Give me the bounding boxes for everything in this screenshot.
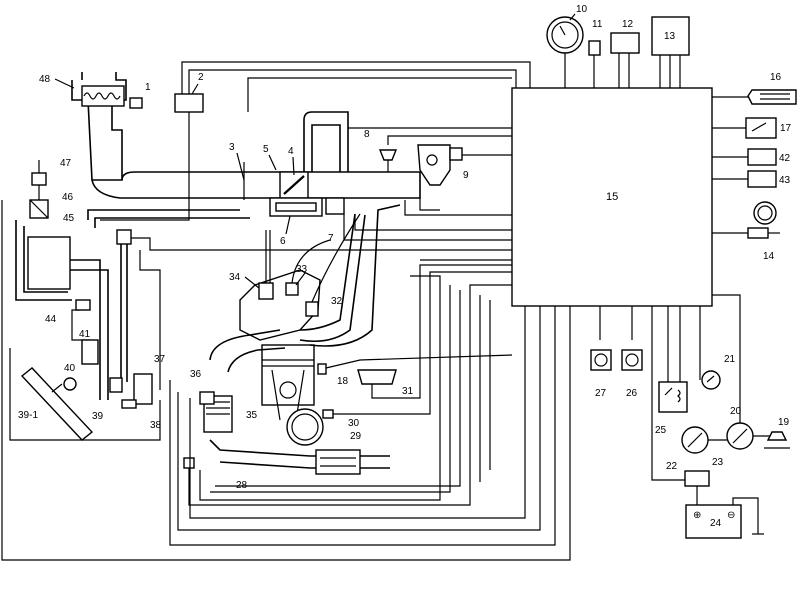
label-48: 48 (39, 74, 51, 85)
crank-sensor (322, 409, 334, 419)
throttle-body (279, 171, 309, 199)
valve-7 (325, 197, 345, 215)
sensor-41 (81, 339, 99, 365)
o2-sensor-28 (183, 457, 195, 469)
relay-25 (658, 381, 688, 413)
sensor-39 (109, 377, 123, 393)
label-43: 43 (779, 175, 791, 186)
label-30: 30 (348, 418, 360, 429)
label-46: 46 (62, 192, 74, 203)
label-8: 8 (364, 129, 370, 140)
sensor-20 (726, 422, 754, 450)
label-26: 26 (626, 388, 638, 399)
switch-17 (745, 117, 777, 139)
component-12 (610, 32, 640, 54)
canister-45 (27, 236, 71, 290)
component-13 (651, 16, 690, 56)
label-33: 33 (296, 264, 308, 275)
filter-47 (31, 172, 47, 186)
label-7: 7 (328, 233, 334, 244)
pedal-39-1 (20, 367, 94, 441)
idle-valve-6-core (275, 202, 317, 212)
module-37 (133, 373, 153, 405)
label-5: 5 (263, 144, 269, 155)
label-16: 16 (770, 72, 782, 83)
catalyst-29 (315, 449, 361, 475)
label-34: 34 (229, 272, 241, 283)
label-6: 6 (280, 236, 286, 247)
fan-27 (590, 349, 612, 371)
battery-plus: ⊕ (693, 510, 701, 521)
component-11 (588, 40, 601, 56)
label-1: 1 (145, 82, 151, 93)
label-39: 39 (92, 411, 104, 422)
label-37: 37 (154, 354, 166, 365)
label-44: 44 (45, 314, 57, 325)
fuel-pump (116, 229, 132, 245)
air-cleaner-48 (71, 72, 127, 181)
label-45: 45 (63, 213, 75, 224)
label-35: 35 (246, 410, 258, 421)
fan-26 (621, 349, 643, 371)
sensor-22 (681, 426, 709, 454)
switch-19 (764, 431, 790, 449)
label-24: 24 (710, 518, 722, 529)
label-10: 10 (576, 4, 588, 15)
label-17: 17 (780, 123, 792, 134)
battery-minus: ⊖ (727, 510, 735, 521)
label-23: 23 (712, 457, 724, 468)
sensor-38 (121, 399, 137, 409)
label-42: 42 (779, 153, 791, 164)
label-38: 38 (150, 420, 162, 431)
label-14: 14 (763, 251, 775, 262)
sensor-18 (317, 363, 327, 375)
fuse-23 (684, 470, 710, 487)
ecu-box (511, 87, 713, 307)
component-42 (747, 148, 777, 166)
label-25: 25 (655, 425, 667, 436)
connector-16 (712, 89, 797, 105)
label-22: 22 (666, 461, 678, 472)
label-3: 3 (229, 142, 235, 153)
label-36: 36 (190, 369, 202, 380)
sensor-36 (199, 391, 215, 405)
label-20: 20 (730, 406, 742, 417)
label-47: 47 (60, 158, 72, 169)
label-18: 18 (337, 376, 349, 387)
sensor-1 (129, 97, 143, 109)
engine-block (239, 269, 321, 421)
label-39-1: 39-1 (18, 410, 38, 421)
label-19: 19 (778, 417, 790, 428)
injector-34 (258, 282, 274, 300)
gauge-10 (546, 16, 584, 88)
label-9: 9 (463, 170, 469, 181)
sensor-14 (712, 201, 780, 239)
label-27: 27 (595, 388, 607, 399)
label-41: 41 (79, 329, 91, 340)
label-12: 12 (622, 19, 634, 30)
battery-24: ⊕ ⊖ (685, 504, 742, 539)
label-11: 11 (592, 19, 603, 30)
sensor-31 (357, 369, 397, 385)
label-21: 21 (724, 354, 736, 365)
sensor-2 (174, 93, 204, 113)
switch-40 (63, 377, 77, 391)
component-43 (747, 170, 777, 188)
label-31: 31 (402, 386, 414, 397)
label-13: 13 (664, 31, 676, 42)
egr-valve-9 (417, 144, 463, 186)
label-40: 40 (64, 363, 76, 374)
label-32: 32 (331, 296, 343, 307)
label-2: 2 (198, 72, 204, 83)
label-4: 4 (288, 146, 294, 157)
sensor-8 (378, 149, 398, 161)
gauge-21 (701, 370, 721, 390)
label-15: 15 (606, 191, 618, 203)
sensor-32 (305, 301, 319, 317)
label-29: 29 (350, 431, 362, 442)
valve-44 (75, 299, 91, 311)
